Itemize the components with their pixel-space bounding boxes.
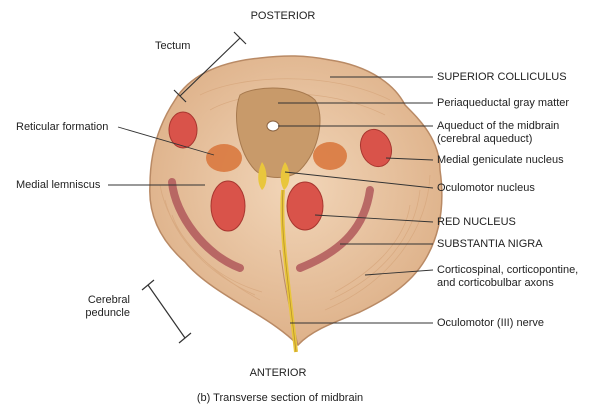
figure-caption: (b) Transverse section of midbrain	[165, 392, 395, 405]
corticospinal-label-1: Corticospinal, corticopontine,	[437, 264, 578, 277]
cerebral-peduncle-label-2: peduncle	[60, 307, 130, 320]
cerebral-aqueduct	[267, 121, 279, 131]
red-nucleus-right	[287, 182, 323, 230]
reticular-formation-left	[206, 144, 242, 172]
cerebral-peduncle-label-1: Cerebral	[60, 294, 130, 307]
red-nucleus-left	[211, 181, 245, 231]
substantia-nigra-label: SUBSTANTIA NIGRA	[437, 238, 543, 251]
periaqueductal-label: Periaqueductal gray matter	[437, 97, 569, 110]
red-nucleus-label: RED NUCLEUS	[437, 216, 516, 229]
tectum-label: Tectum	[155, 40, 190, 53]
aqueduct-label-2: (cerebral aqueduct)	[437, 133, 532, 146]
anterior-label: ANTERIOR	[238, 367, 318, 380]
superior-colliculus-label: SUPERIOR COLLICULUS	[437, 71, 567, 84]
posterior-label: POSTERIOR	[243, 10, 323, 23]
reticular-formation-right	[313, 142, 347, 170]
oculomotor-nerve-label: Oculomotor (III) nerve	[437, 317, 544, 330]
medial-geniculate-label: Medial geniculate nucleus	[437, 154, 564, 167]
aqueduct-label-1: Aqueduct of the midbrain	[437, 120, 559, 133]
medial-geniculate-left	[169, 112, 197, 148]
reticular-formation-label: Reticular formation	[16, 121, 108, 134]
medial-lemniscus-label: Medial lemniscus	[16, 179, 100, 192]
corticospinal-label-2: and corticobulbar axons	[437, 277, 554, 290]
oculomotor-nucleus-label: Oculomotor nucleus	[437, 182, 535, 195]
cerebral-peduncle-bracket	[142, 280, 191, 343]
